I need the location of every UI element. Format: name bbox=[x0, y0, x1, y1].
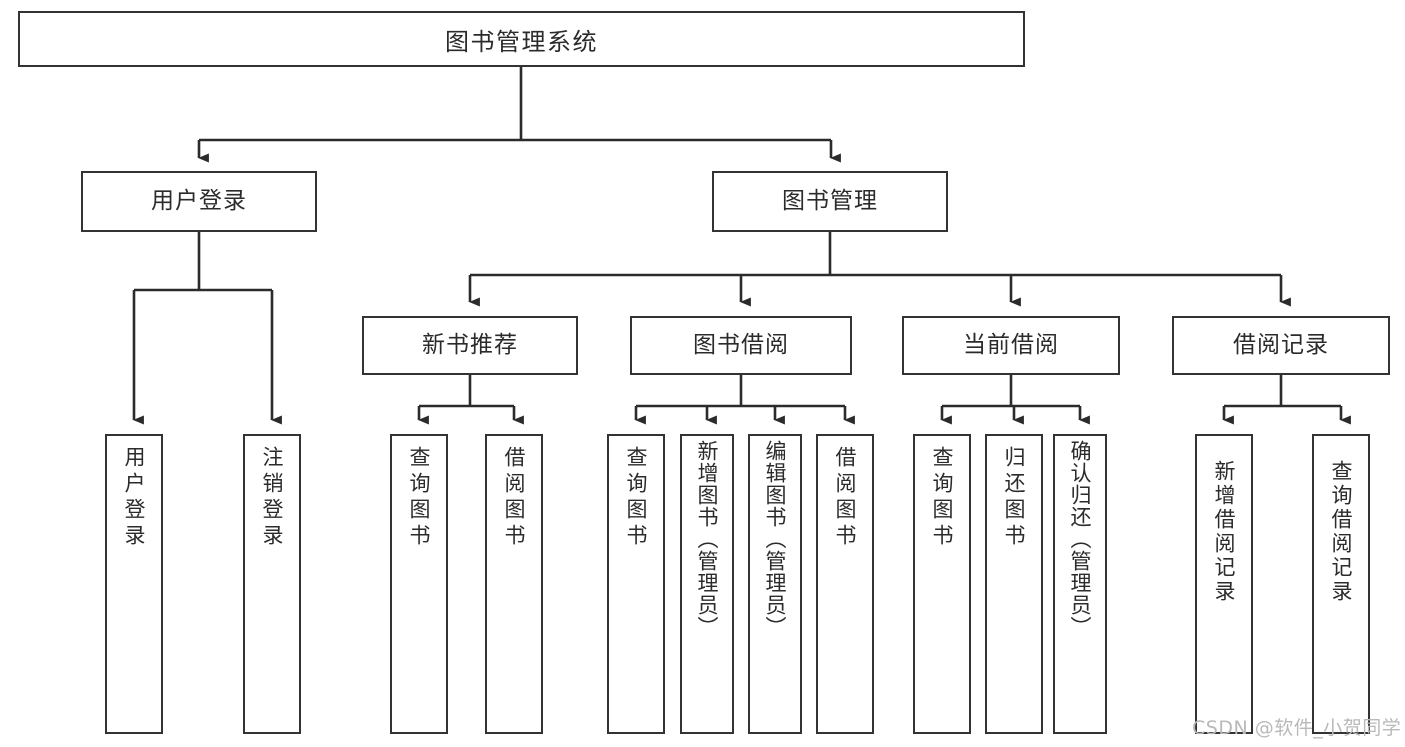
node-user-login[interactable]: 用户登录 bbox=[81, 171, 317, 232]
leaf-query-record[interactable]: 查询借阅记录 bbox=[1312, 434, 1370, 734]
node-book-manage-label: 图书管理 bbox=[782, 187, 878, 214]
leaf-edit-book-label: 编辑图书（管理员） bbox=[763, 440, 788, 638]
leaf-add-record-label: 新增借阅记录 bbox=[1212, 460, 1237, 604]
node-root[interactable]: 图书管理系统 bbox=[18, 11, 1025, 67]
node-borrow-record[interactable]: 借阅记录 bbox=[1172, 316, 1390, 375]
leaf-add-book-label: 新增图书（管理员） bbox=[695, 440, 720, 638]
leaf-user-login[interactable]: 用户登录 bbox=[105, 434, 163, 734]
leaf-query-record-label: 查询借阅记录 bbox=[1329, 460, 1354, 604]
leaf-return-book[interactable]: 归还图书 bbox=[985, 434, 1043, 734]
node-book-borrow[interactable]: 图书借阅 bbox=[630, 316, 852, 375]
leaf-add-book[interactable]: 新增图书（管理员） bbox=[680, 434, 734, 734]
leaf-return-book-label: 归还图书 bbox=[1002, 446, 1027, 550]
leaf-query-book-1-label: 查询图书 bbox=[407, 446, 432, 550]
leaf-borrow-book-2-label: 借阅图书 bbox=[833, 446, 858, 550]
node-user-login-label: 用户登录 bbox=[151, 187, 247, 214]
leaf-query-book-3[interactable]: 查询图书 bbox=[913, 434, 971, 734]
node-new-book-rec-label: 新书推荐 bbox=[422, 331, 518, 358]
leaf-user-logout-label: 注销登录 bbox=[260, 446, 285, 550]
leaf-user-login-label: 用户登录 bbox=[122, 446, 147, 550]
leaf-user-logout[interactable]: 注销登录 bbox=[243, 434, 301, 734]
leaf-edit-book[interactable]: 编辑图书（管理员） bbox=[748, 434, 802, 734]
leaf-query-book-2[interactable]: 查询图书 bbox=[607, 434, 665, 734]
leaf-borrow-book-2[interactable]: 借阅图书 bbox=[816, 434, 874, 734]
node-current-borrow-label: 当前借阅 bbox=[963, 331, 1059, 358]
leaf-query-book-1[interactable]: 查询图书 bbox=[390, 434, 448, 734]
leaf-query-book-3-label: 查询图书 bbox=[930, 446, 955, 550]
node-book-manage[interactable]: 图书管理 bbox=[712, 171, 948, 232]
node-borrow-record-label: 借阅记录 bbox=[1233, 331, 1329, 358]
node-root-label: 图书管理系统 bbox=[445, 27, 598, 56]
node-new-book-rec[interactable]: 新书推荐 bbox=[362, 316, 578, 375]
node-current-borrow[interactable]: 当前借阅 bbox=[902, 316, 1120, 375]
watermark-text: CSDN @软件_小贺同学 bbox=[1192, 717, 1402, 739]
leaf-add-record[interactable]: 新增借阅记录 bbox=[1195, 434, 1253, 734]
leaf-confirm-return[interactable]: 确认归还（管理员） bbox=[1053, 434, 1107, 734]
leaf-query-book-2-label: 查询图书 bbox=[624, 446, 649, 550]
leaf-borrow-book-1[interactable]: 借阅图书 bbox=[485, 434, 543, 734]
node-book-borrow-label: 图书借阅 bbox=[693, 331, 789, 358]
leaf-borrow-book-1-label: 借阅图书 bbox=[502, 446, 527, 550]
leaf-confirm-return-label: 确认归还（管理员） bbox=[1068, 440, 1093, 638]
